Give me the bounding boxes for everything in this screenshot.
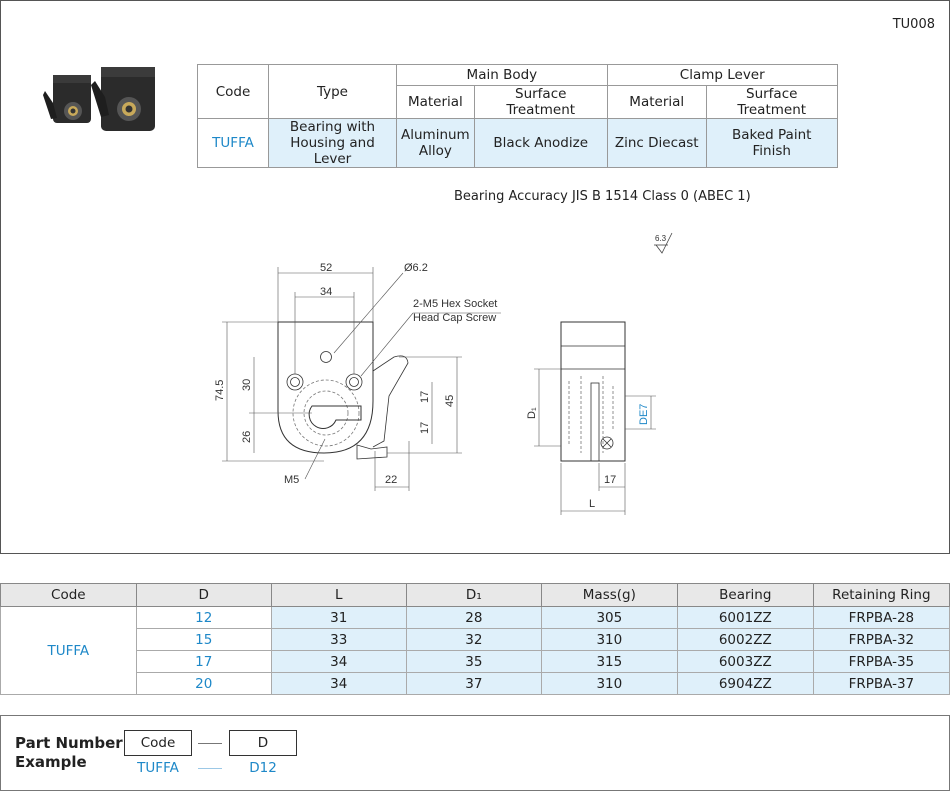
dim-52: 52 [320,262,332,274]
table-row: 17 34 35 315 6003ZZ FRPBA-35 [1,650,950,673]
cell-bearing: 6001ZZ [676,606,814,629]
spec-table: Code Type Main Body Clamp Lever Material… [197,64,838,168]
dim-17-upper: 17 [419,391,431,403]
cell-bearing: 6904ZZ [676,672,814,695]
dim-26: 26 [241,431,253,443]
spec-header-code: Code [197,64,269,119]
cell-bearing: 6002ZZ [676,628,814,651]
cell-mass: 315 [540,650,678,673]
product-panel: TU008 Code Type Main Body Clamp Lever [0,0,950,554]
cell-d: 17 [135,650,272,673]
cell-mass: 310 [540,672,678,695]
spec-header-clamp-lever: Clamp Lever [606,64,838,86]
page-code: TU008 [892,17,935,32]
dim-code-cell: TUFFA [0,606,137,695]
side-dimensions [534,368,656,515]
example-value-connector [198,768,222,769]
cell-bearing: 6003ZZ [676,650,814,673]
dim-17-lower: 17 [419,422,431,434]
part-number-example: Part Number Example Code D TUFFA D12 [0,715,950,791]
cell-l: 34 [270,672,407,695]
cell-ring: FRPBA-32 [812,628,950,651]
example-d-value: D12 [249,760,277,776]
dim-hole: Ø6.2 [404,262,428,274]
dim-45: 45 [444,395,456,407]
cell-ring: FRPBA-28 [812,606,950,629]
cell-d1: 32 [405,628,542,651]
cell-d1: 35 [405,650,542,673]
example-code-value: TUFFA [137,760,179,776]
cell-d: 15 [135,628,272,651]
dim-22: 22 [385,474,397,486]
example-title-line2: Example [15,753,87,771]
dim-header-mass: Mass(g) [540,583,678,607]
accuracy-note: Bearing Accuracy JIS B 1514 Class 0 (ABE… [454,189,751,204]
spec-header-lever-surface: Surface Treatment [705,85,838,119]
front-dim-labels: 52 34 Ø6.2 2-M5 Hex Socket Head Cap Scre… [214,262,497,486]
cell-l: 33 [270,628,407,651]
spec-body-material-value: Aluminum Alloy [396,118,475,168]
cell-mass: 310 [540,628,678,651]
cell-d1: 37 [405,672,542,695]
spec-lever-surface-value: Baked Paint Finish [705,118,838,168]
dim-l: L [589,498,595,510]
front-view [277,321,409,460]
cell-d: 20 [135,672,272,695]
dim-17-side: 17 [604,474,616,486]
cell-ring: FRPBA-35 [812,650,950,673]
table-row: TUFFA 12 31 28 305 6001ZZ FRPBA-28 [0,606,950,695]
dim-header-code: Code [0,583,137,607]
dim-screw-line1: 2-M5 Hex Socket [413,298,497,310]
dim-header-bearing: Bearing [676,583,814,607]
example-code-box: Code [124,730,192,756]
example-title: Part Number Example [15,734,123,772]
cell-l: 34 [270,650,407,673]
example-connector [198,743,222,744]
spec-type-value: Bearing with Housing and Lever [268,118,397,168]
dim-header-d1: D₁ [405,583,542,607]
dim-header-l: L [270,583,407,607]
cell-d: 12 [135,606,272,629]
dim-screw-line2: Head Cap Screw [413,312,496,324]
dim-header-ring: Retaining Ring [812,583,950,607]
spec-header-body-material: Material [396,85,475,119]
table-row: 20 34 37 310 6904ZZ FRPBA-37 [1,672,950,695]
table-row: 15 33 32 310 6002ZZ FRPBA-32 [1,628,950,651]
cell-d1: 28 [405,606,542,629]
example-d-box: D [229,730,297,756]
cell-l: 31 [270,606,407,629]
spec-code-value: TUFFA [197,118,269,168]
dim-34: 34 [320,286,332,298]
dimension-table: Code D L D₁ Mass(g) Bearing Retaining Ri… [0,583,950,695]
spec-header-body-surface: Surface Treatment [473,85,608,119]
cell-mass: 305 [540,606,678,629]
technical-drawing: 6.3 [214,232,673,515]
dim-74-5: 74.5 [214,380,226,401]
roughness-value: 6.3 [655,234,667,243]
cell-ring: FRPBA-37 [812,672,950,695]
large-unit-image [91,67,155,131]
example-title-line1: Part Number [15,734,123,752]
side-dim-labels: D₁ DE7 17 L [526,404,650,510]
product-photo [43,67,155,131]
roughness-symbol: 6.3 [654,232,673,254]
small-unit-image [43,75,91,123]
dim-de7: DE7 [638,404,650,425]
front-dimensions [222,267,501,491]
dim-30: 30 [241,379,253,391]
dim-m5: M5 [284,474,299,486]
spec-lever-material-value: Zinc Diecast [606,118,707,168]
side-view [560,321,626,462]
dim-header-d: D [135,583,272,607]
dim-d1: D₁ [526,407,538,419]
spec-header-lever-material: Material [606,85,707,119]
